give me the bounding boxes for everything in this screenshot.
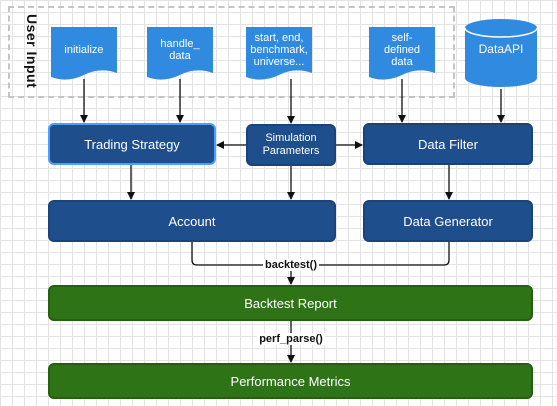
initialize-label: initialize bbox=[64, 44, 104, 56]
simulation-parameters-node[interactable]: Simulation Parameters bbox=[246, 124, 336, 166]
self-defined-data-label: self- defined data bbox=[383, 32, 421, 68]
simulation-args-label: start, end, benchmark, universe... bbox=[250, 32, 308, 68]
user-input-group bbox=[8, 6, 455, 98]
handle-data-label: handle_ data bbox=[160, 38, 200, 62]
performance-metrics-node[interactable]: Performance Metrics bbox=[48, 363, 533, 399]
dataapi-database[interactable]: DataAPI bbox=[464, 18, 538, 90]
data-filter-node[interactable]: Data Filter bbox=[363, 123, 533, 165]
data-generator-node[interactable]: Data Generator bbox=[363, 200, 533, 242]
perf-parse-edge-label: perf_parse() bbox=[257, 333, 325, 345]
account-node[interactable]: Account bbox=[48, 200, 336, 242]
trading-strategy-node[interactable]: Trading Strategy bbox=[48, 123, 216, 165]
dataapi-label: DataAPI bbox=[478, 42, 524, 56]
backtest-edge-label: backtest() bbox=[263, 259, 319, 271]
self-defined-data-document[interactable]: self- defined data bbox=[369, 27, 439, 85]
initialize-document[interactable]: initialize bbox=[51, 27, 121, 85]
simulation-args-document[interactable]: start, end, benchmark, universe... bbox=[246, 27, 316, 85]
handle-data-document[interactable]: handle_ data bbox=[147, 27, 217, 85]
backtest-report-node[interactable]: Backtest Report bbox=[48, 285, 533, 321]
user-input-label: User Input bbox=[24, 14, 40, 89]
